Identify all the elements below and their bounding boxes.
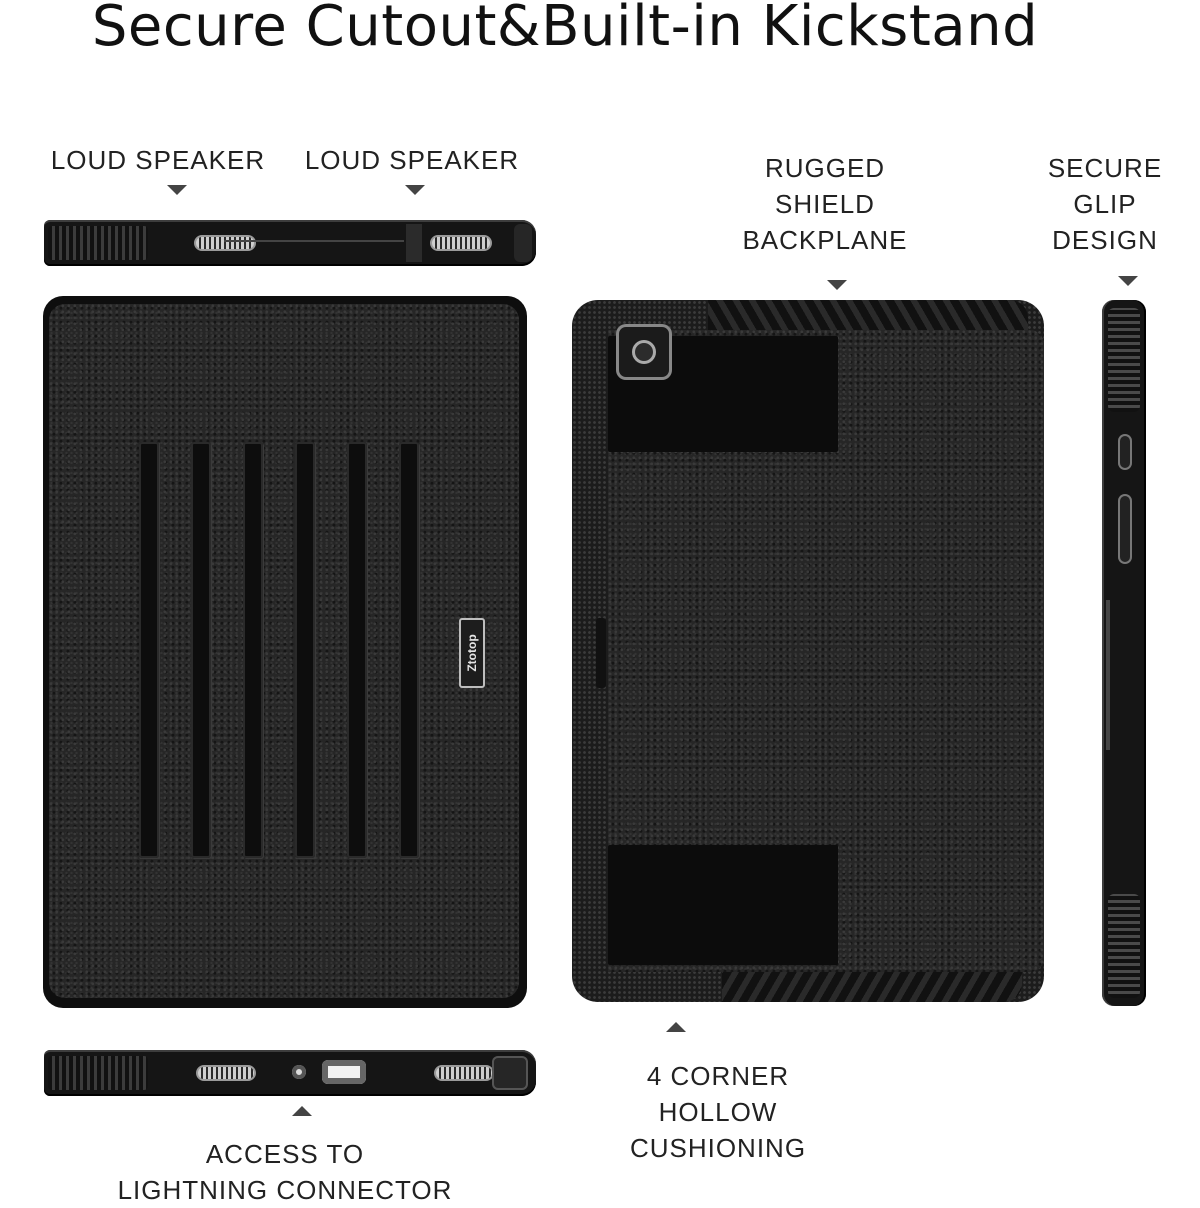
pencil-holder — [492, 1056, 528, 1090]
grip-rail — [243, 442, 263, 858]
rugged-shield-label: RUGGED SHIELD BACKPLANE — [742, 153, 908, 255]
access-connector-label: ACCESS TO LIGHTNING CONNECTOR — [117, 1139, 453, 1205]
loud-speaker-label-left: LOUD SPEAKER — [50, 145, 266, 175]
side-seam — [1106, 600, 1110, 750]
power-button-icon — [1118, 434, 1132, 470]
kickstand-panel-bottom — [608, 845, 838, 965]
triangle-up-icon — [292, 1106, 312, 1116]
speaker-grille — [194, 235, 256, 251]
lightning-port-cutout — [322, 1060, 366, 1084]
grip-rail — [399, 442, 419, 858]
speaker-grille — [196, 1065, 256, 1081]
triangle-down-icon — [1118, 276, 1138, 286]
edge-corner — [514, 224, 532, 262]
edge-clip — [406, 224, 422, 262]
case-bottom-edge — [44, 1050, 536, 1096]
speaker-grille — [430, 235, 492, 251]
secure-glip-label: SECURE GLIP DESIGN — [1047, 153, 1163, 255]
case-top-edge — [44, 220, 536, 266]
case-inner-view — [572, 300, 1044, 1002]
top-bumper — [708, 300, 1028, 330]
edge-line — [224, 240, 404, 242]
camera-cutout — [616, 324, 672, 380]
corner-cushioning-label: 4 CORNER HOLLOW CUSHIONING — [629, 1061, 807, 1163]
page-title: Secure Cutout&Built-in Kickstand — [91, 0, 1039, 59]
hinge-clip — [596, 618, 606, 688]
triangle-up-icon — [666, 1022, 686, 1032]
camera-icon — [632, 340, 656, 364]
brand-logo-plate: Ztotop — [459, 618, 485, 688]
bottom-bumper — [722, 972, 1022, 1002]
grip-rail — [191, 442, 211, 858]
brand-logo: Ztotop — [465, 634, 479, 672]
volume-button-icon — [1118, 494, 1132, 564]
loud-speaker-label-right: LOUD SPEAKER — [304, 145, 520, 175]
bumper-ridges — [1108, 308, 1140, 412]
speaker-grille — [434, 1065, 494, 1081]
grip-rail — [139, 442, 159, 858]
case-side-edge — [1102, 300, 1146, 1006]
leather-texture — [49, 304, 519, 998]
bumper-ridges — [48, 1056, 148, 1090]
bumper-ridges — [48, 226, 148, 260]
bumper-ridges — [1108, 894, 1140, 998]
grip-rail — [347, 442, 367, 858]
triangle-down-icon — [167, 185, 187, 195]
triangle-down-icon — [405, 185, 425, 195]
headphone-jack — [292, 1065, 306, 1079]
case-back-view: Ztotop — [43, 296, 527, 1008]
triangle-down-icon — [827, 280, 847, 290]
grip-rail — [295, 442, 315, 858]
